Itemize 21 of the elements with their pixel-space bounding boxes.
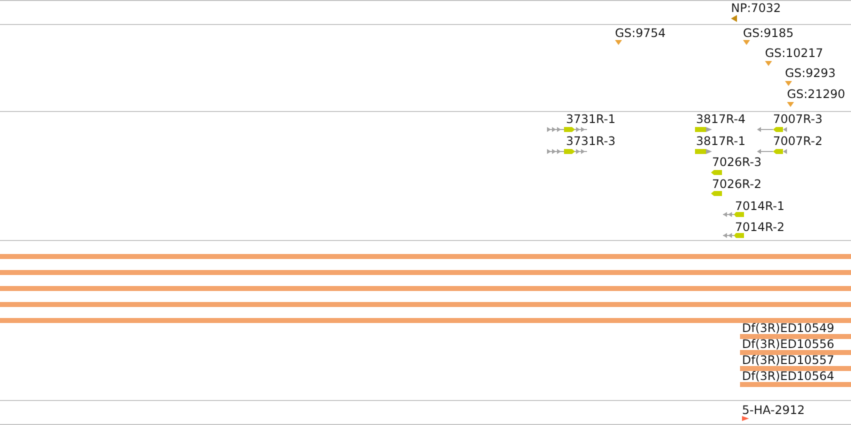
feature-label: 5-HA-2912 [742, 405, 805, 416]
feature-label: GS:10217 [765, 48, 824, 59]
feature-label: Df(3R)ED10557 [742, 355, 834, 366]
feature-label: NP:7032 [731, 3, 781, 14]
feature-label: GS:9185 [743, 28, 794, 39]
feature-label: Df(3R)ED10564 [742, 371, 834, 382]
feature-label: 7007R-3 [773, 114, 823, 125]
feature-label: 7014R-1 [735, 201, 785, 212]
feature-label: 7014R-2 [735, 222, 785, 233]
feature-label: 7026R-3 [712, 157, 762, 168]
feature-label: GS:9754 [615, 28, 666, 39]
feature-label: 7026R-2 [712, 179, 762, 190]
feature-label: Df(3R)ED10549 [742, 323, 834, 334]
feature-label: Df(3R)ED10556 [742, 339, 834, 350]
feature-label: 3817R-1 [696, 136, 746, 147]
feature-label: 3817R-4 [696, 114, 746, 125]
feature-label: GS:9293 [785, 68, 836, 79]
feature-label: GS:21290 [787, 89, 846, 100]
feature-label: 7007R-2 [773, 136, 823, 147]
feature-label: 3731R-1 [566, 114, 616, 125]
feature-label: 3731R-3 [566, 136, 616, 147]
